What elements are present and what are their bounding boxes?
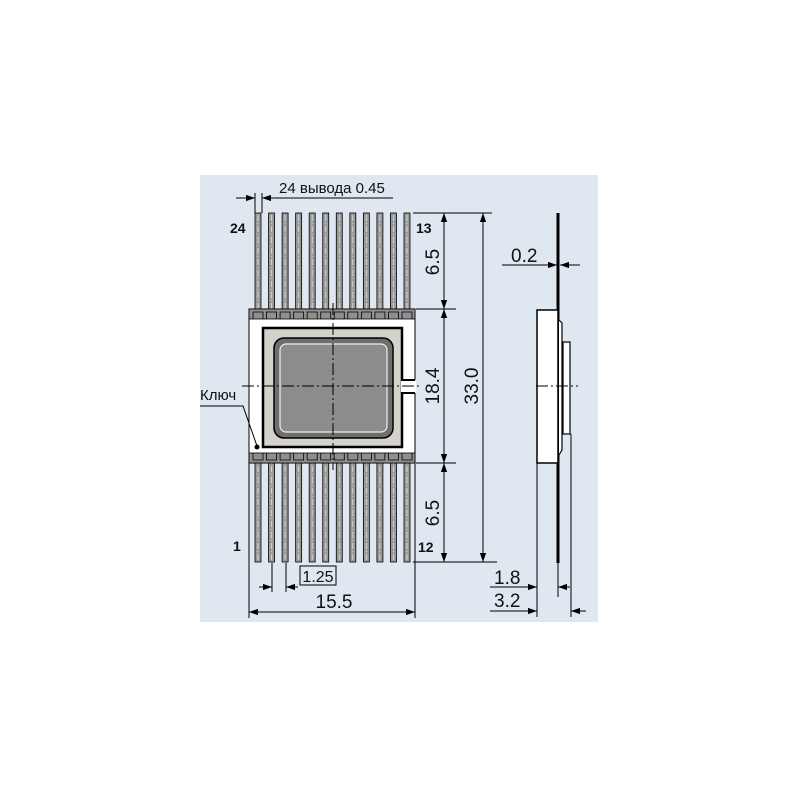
dim-body-thickness: 1.8: [494, 568, 520, 589]
pin-label-12: 12: [418, 539, 434, 555]
pin-width-dimension: 24 вывода 0.45: [236, 180, 393, 213]
pin-label-24: 24: [230, 220, 246, 236]
dim-lead-bottom: 6.5: [423, 500, 444, 526]
pin-label-1: 1: [233, 538, 241, 554]
dim-body-height: 18.4: [423, 367, 444, 404]
dim-total-length: 33.0: [462, 368, 483, 405]
dim-total-thickness: 3.2: [494, 591, 520, 612]
length-dimensions: 6.5 18.4 6.5 33.0: [413, 212, 497, 563]
dim-lead-top: 6.5: [423, 249, 444, 275]
dim-lead-thickness: 0.2: [511, 246, 537, 267]
pin-count-label: 24 вывода 0.45: [279, 180, 385, 197]
key-leader: [200, 405, 258, 447]
pin-label-13: 13: [416, 220, 432, 236]
side-view: 0.2 1.8 3.2: [490, 213, 586, 617]
dim-body-width: 15.5: [316, 592, 353, 613]
bottom-leads: [254, 452, 411, 563]
width-dimensions: 1.25 15.5: [248, 463, 416, 618]
key-label: Ключ: [200, 387, 236, 404]
dim-pitch: 1.25: [302, 569, 333, 586]
key-dot: [254, 444, 260, 450]
